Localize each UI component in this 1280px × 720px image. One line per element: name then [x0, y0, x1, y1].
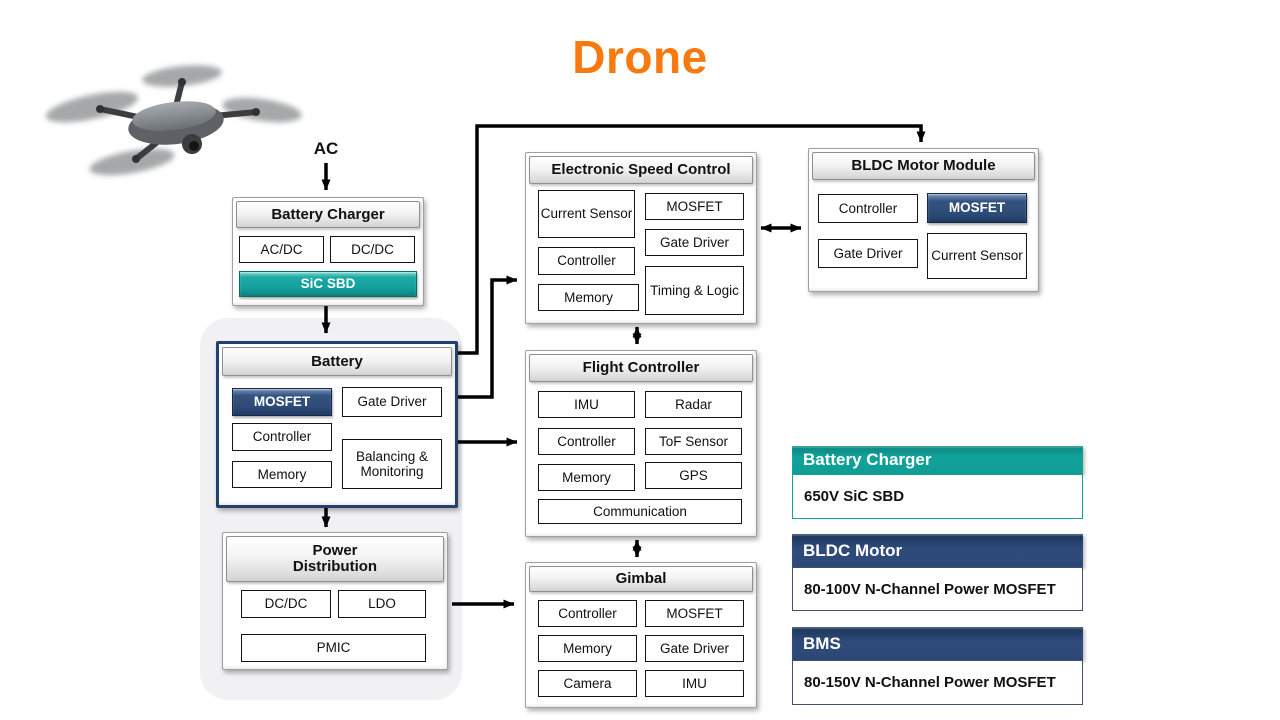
- cell-fc-controller: Controller: [538, 428, 635, 455]
- cell-gimbal-gate-driver: Gate Driver: [645, 635, 744, 662]
- power-distribution-title-text: Power Distribution: [292, 542, 378, 575]
- flight-controller-title: Flight Controller: [529, 354, 753, 382]
- cell-battery-controller: Controller: [232, 423, 332, 451]
- cell-esc-memory: Memory: [538, 284, 639, 311]
- drone-photo: [45, 65, 302, 176]
- cell-gimbal-camera: Camera: [538, 670, 637, 697]
- power-distribution-title: Power Distribution: [226, 536, 444, 582]
- legend-battery-charger-header: Battery Charger: [792, 446, 1083, 474]
- cell-battery-balancing-monitoring: Balancing & Monitoring: [342, 439, 442, 489]
- cell-fc-imu: IMU: [538, 391, 635, 418]
- cell-battery-memory: Memory: [232, 461, 332, 488]
- cell-esc-current-sensor: Current Sensor: [538, 190, 635, 238]
- cell-esc-mosfet: MOSFET: [645, 193, 744, 220]
- cell-ac-dc: AC/DC: [239, 236, 324, 263]
- arrow-battery-to-esc: [455, 275, 518, 399]
- cell-fc-memory: Memory: [538, 464, 635, 491]
- cell-gimbal-mosfet: MOSFET: [645, 600, 744, 627]
- legend-bms-detail: 80-150V N-Channel Power MOSFET: [792, 660, 1083, 705]
- legend-battery-charger-detail: 650V SiC SBD: [792, 474, 1083, 519]
- legend-bms-header: BMS: [792, 627, 1083, 660]
- cell-pd-dc-dc: DC/DC: [241, 590, 331, 618]
- propeller-blur-shapes: [45, 65, 302, 176]
- cell-pd-pmic: PMIC: [241, 634, 426, 662]
- cell-bldc-gate-driver: Gate Driver: [818, 239, 918, 268]
- cell-bldc-controller: Controller: [818, 194, 918, 223]
- cell-fc-radar: Radar: [645, 391, 742, 418]
- cell-fc-communication: Communication: [538, 499, 742, 524]
- battery-charger-title: Battery Charger: [236, 201, 420, 228]
- cell-esc-timing-logic: Timing & Logic: [645, 266, 744, 315]
- ac-source-label: AC: [313, 139, 339, 158]
- block-gimbal: Gimbal Controller MOSFET Memory Gate Dri…: [525, 562, 757, 708]
- cell-battery-mosfet: MOSFET: [232, 388, 332, 416]
- cell-bldc-mosfet: MOSFET: [927, 193, 1027, 223]
- drone-body: [96, 78, 260, 163]
- battery-title: Battery: [222, 347, 452, 376]
- cell-pd-ldo: LDO: [338, 590, 426, 618]
- cell-battery-gate-driver: Gate Driver: [342, 387, 442, 417]
- block-power-distribution: Power Distribution DC/DC LDO PMIC: [222, 532, 448, 670]
- gimbal-title: Gimbal: [529, 566, 753, 592]
- block-bldc-motor-module: BLDC Motor Module Controller MOSFET Gate…: [808, 148, 1039, 292]
- cell-dc-dc: DC/DC: [330, 236, 415, 263]
- cell-fc-tof-sensor: ToF Sensor: [645, 428, 742, 455]
- cell-gimbal-controller: Controller: [538, 600, 637, 627]
- bldc-module-title: BLDC Motor Module: [812, 152, 1035, 180]
- esc-title: Electronic Speed Control: [529, 156, 753, 184]
- cell-fc-gps: GPS: [645, 462, 742, 489]
- block-battery-charger: Battery Charger AC/DC DC/DC SiC SBD: [232, 197, 424, 306]
- cell-gimbal-memory: Memory: [538, 635, 637, 662]
- cell-bldc-current-sensor: Current Sensor: [927, 233, 1027, 279]
- block-battery: Battery MOSFET Gate Driver Controller Ba…: [216, 341, 458, 508]
- cell-esc-controller: Controller: [538, 247, 635, 275]
- block-electronic-speed-control: Electronic Speed Control Current Sensor …: [525, 152, 757, 324]
- page-title: Drone: [572, 31, 708, 83]
- cell-sic-sbd: SiC SBD: [239, 271, 417, 297]
- block-flight-controller: Flight Controller IMU Radar Controller T…: [525, 350, 757, 537]
- cell-esc-gate-driver: Gate Driver: [645, 229, 744, 256]
- legend-bldc-motor-header: BLDC Motor: [792, 534, 1083, 567]
- cell-gimbal-imu: IMU: [645, 670, 744, 697]
- legend-bldc-motor-detail: 80-100V N-Channel Power MOSFET: [792, 567, 1083, 611]
